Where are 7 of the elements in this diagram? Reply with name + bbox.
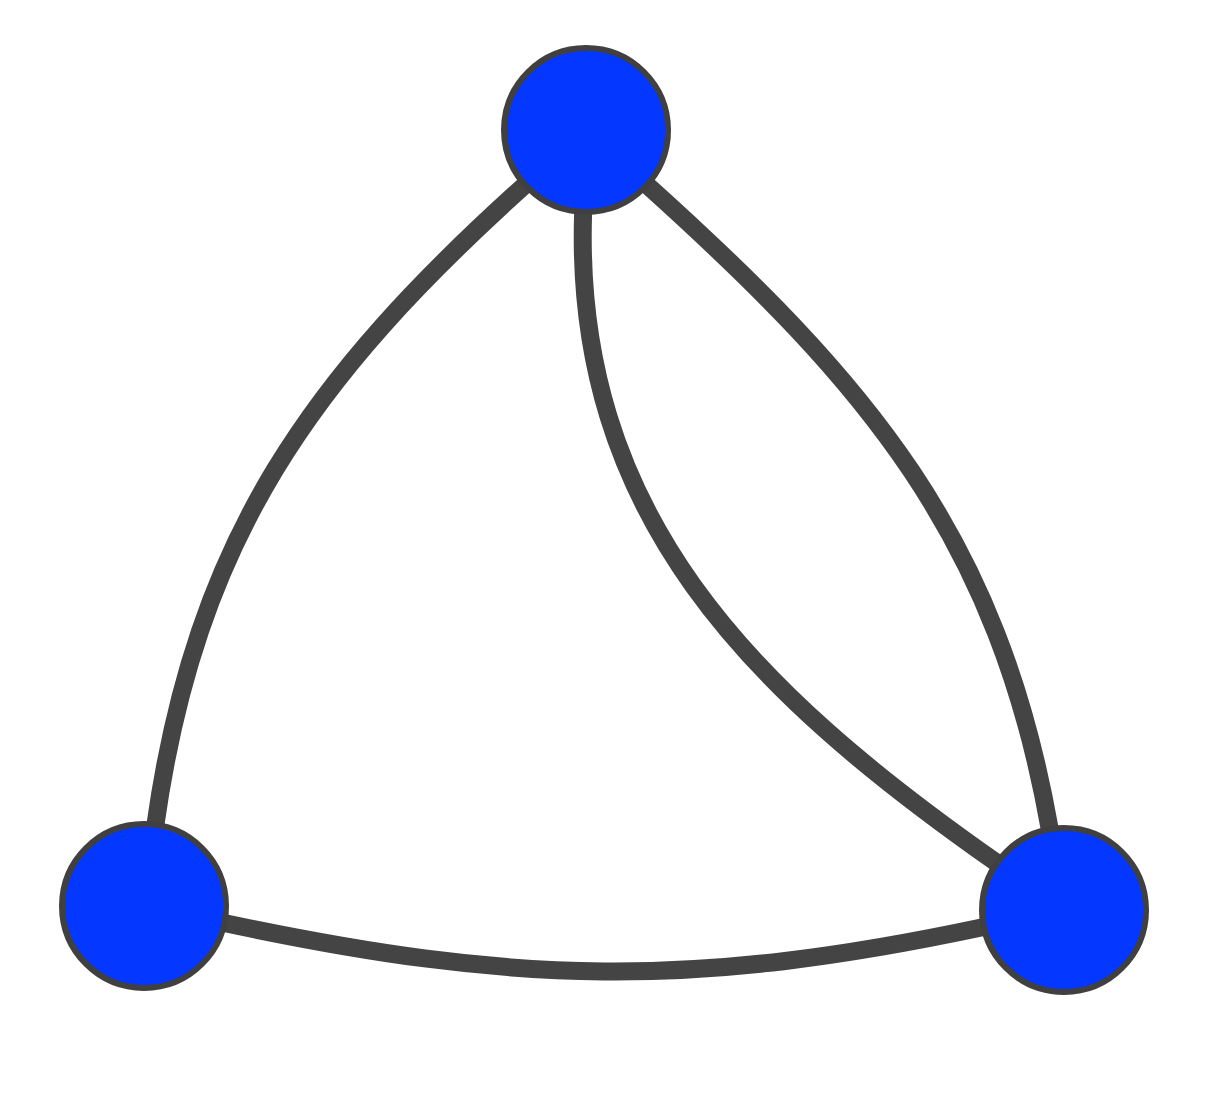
edge-line [574,211,1003,871]
node-circle [501,45,671,215]
edge-line [222,914,986,981]
edge-line [640,178,1059,832]
edge-line [146,178,532,827]
node-circle [59,821,229,991]
node-circle [979,825,1149,995]
